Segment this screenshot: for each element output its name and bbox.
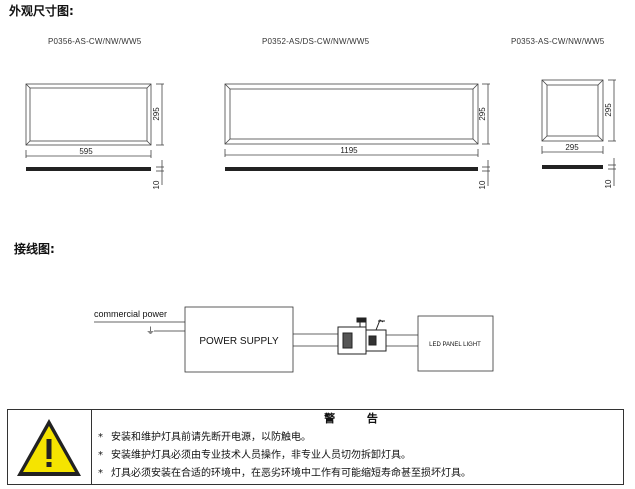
height-dimension-label: 295 (604, 103, 613, 117)
panel-outline (25, 83, 152, 146)
power-supply-box (184, 306, 294, 373)
wiring-diagram: commercial power ⏚ POWER SUPPLY LED PANE… (94, 306, 494, 373)
dimension-drawings: 595 1195 295 295 295 295 10 10 10 (25, 79, 616, 189)
height-dimension-label: 295 (152, 107, 161, 121)
panel-corner-line (597, 135, 604, 142)
warning-icon-cell (8, 410, 92, 484)
thickness-dimension-label: 10 (478, 180, 487, 189)
warning-triangle-icon (17, 419, 81, 476)
panel-side-view (542, 165, 603, 169)
width-dimension-label: 295 (565, 143, 579, 152)
panel-outline (541, 79, 604, 142)
power-supply-label: POWER SUPPLY (199, 336, 279, 347)
thickness-dimension-label: 10 (152, 180, 161, 189)
panel-outline (224, 83, 479, 145)
ground-symbol: ⏚ (146, 326, 155, 336)
commercial-power-label: commercial power (94, 309, 167, 319)
panel-inner-outline (29, 87, 148, 142)
panel-inner-outline (229, 88, 474, 140)
warning-title: 警 告 (324, 412, 392, 425)
panel-side-view (26, 167, 151, 171)
panel-corner-line (224, 138, 231, 145)
warning-item: * 安装和维护灯具前请先断开电源，以防触电。 (98, 429, 624, 447)
led-panel-box (417, 315, 494, 372)
warning-bullet: * (98, 468, 103, 479)
warning-list: * 安装和维护灯具前请先断开电源，以防触电。 * 安装维护灯具必须由专业技术人员操作… (98, 429, 624, 483)
warning-table: 警 告 * 安装和维护灯具前请先断开电源，以防触电。 * 安装维护灯具必须由专业技术… (7, 409, 624, 485)
connector-plug (337, 317, 387, 355)
panel-model-label: P0356-AS-CW/NW/WW5 (48, 37, 142, 46)
led-panel-label: LED PANEL LIGHT (429, 342, 481, 348)
panel-corner-line (25, 83, 31, 89)
warning-item-text: 安装维护灯具必须由专业技术人员操作，非专业人员切勿拆卸灯具。 (111, 450, 411, 461)
panel-side-view (225, 167, 478, 171)
panel-corner-line (146, 140, 152, 146)
warning-item-text: 灯具必须安装在合适的环境中，在恶劣环境中工作有可能缩短寿命甚至损坏灯具。 (111, 468, 471, 479)
panel-corner-line (541, 135, 548, 142)
width-dimension-label: 1195 (340, 146, 358, 155)
wiring-heading: 接线图: (14, 242, 55, 256)
panel-corner-line (25, 140, 31, 146)
dimensions-heading: 外观尺寸图: (9, 4, 74, 18)
panel-corner-line (472, 83, 479, 90)
panel-inner-outline (546, 84, 599, 137)
panel-corner-line (541, 79, 548, 86)
warning-item: * 灯具必须安装在合适的环境中，在恶劣环境中工作有可能缩短寿命甚至损坏灯具。 (98, 465, 624, 483)
height-dimension-label: 295 (478, 107, 487, 121)
panel-model-label: P0352-AS/DS-CW/NW/WW5 (262, 37, 370, 46)
panel-corner-line (146, 83, 152, 89)
warning-item: * 安装维护灯具必须由专业技术人员操作，非专业人员切勿拆卸灯具。 (98, 447, 624, 465)
panel-corner-line (224, 83, 231, 90)
panel-model-label: P0353-AS-CW/NW/WW5 (511, 37, 605, 46)
warning-bullet: * (98, 432, 103, 443)
panel-corner-line (472, 138, 479, 145)
thickness-dimension-label: 10 (604, 179, 613, 188)
warning-item-text: 安装和维护灯具前请先断开电源，以防触电。 (111, 432, 311, 443)
warning-bullet: * (98, 450, 103, 461)
panel-corner-line (597, 79, 604, 86)
width-dimension-label: 595 (79, 147, 93, 156)
